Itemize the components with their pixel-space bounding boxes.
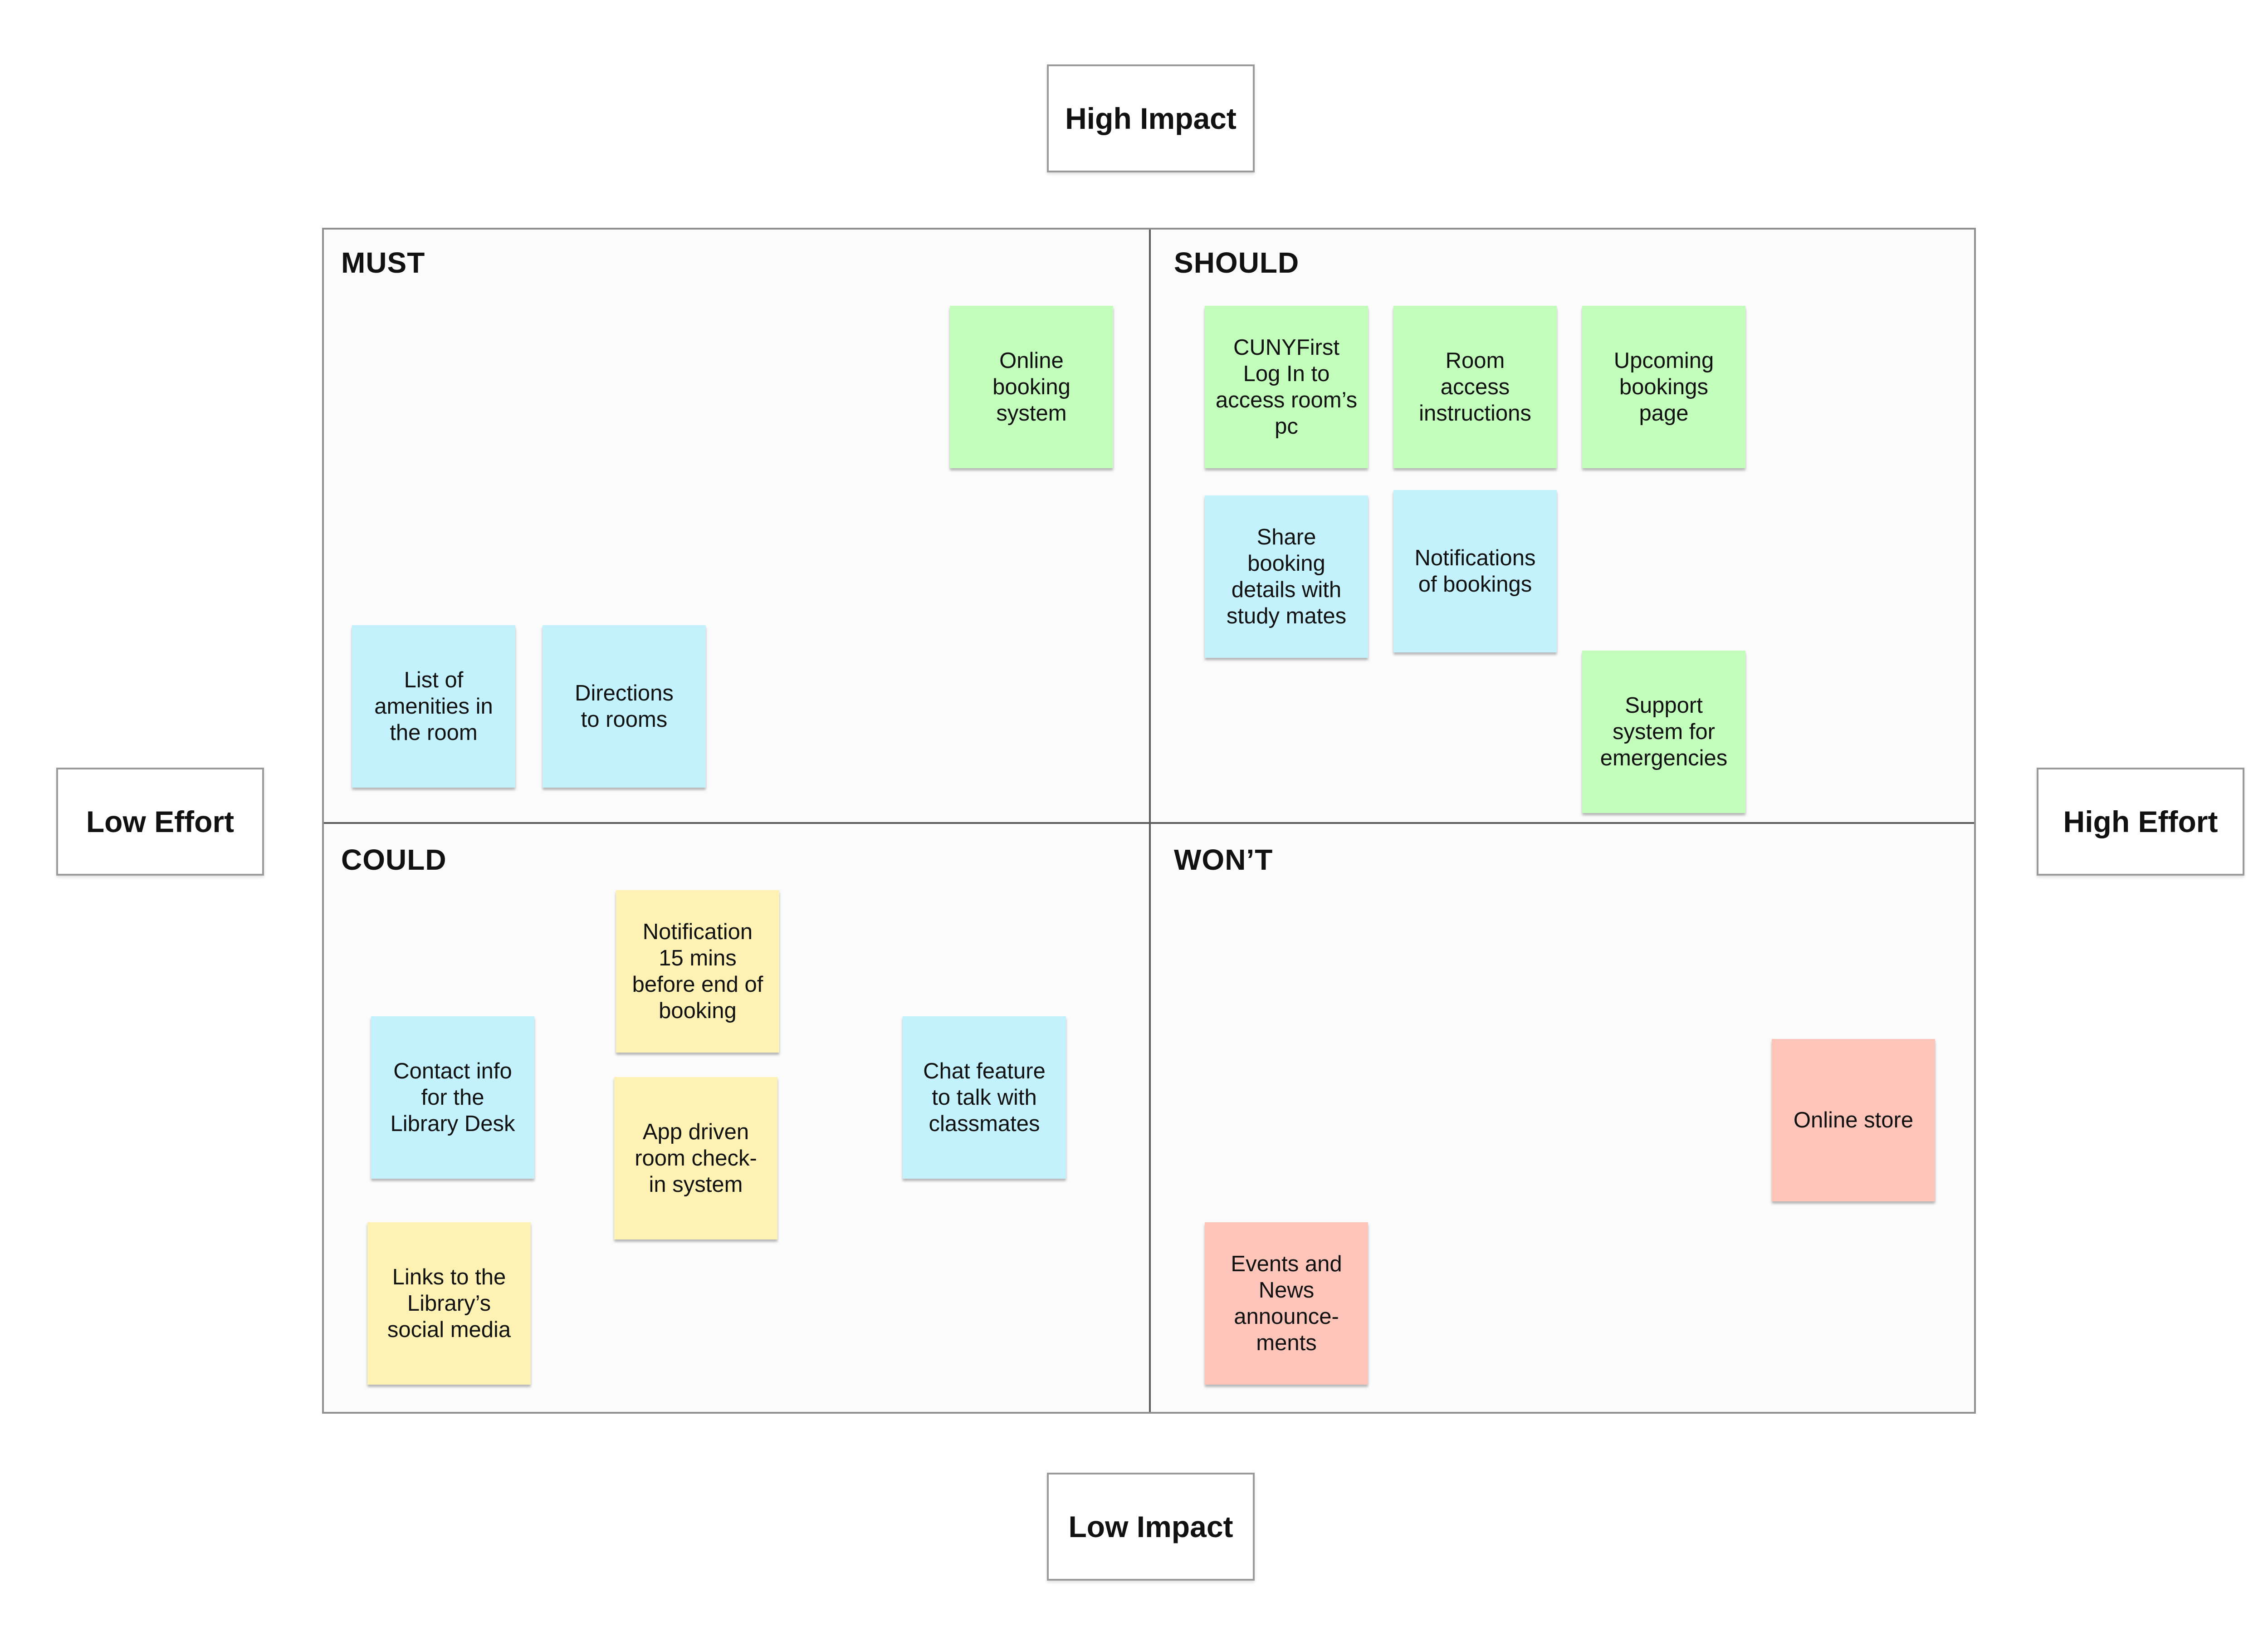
sticky-note-app-driven-check-in[interactable]: App driven room check- in system [614,1077,777,1239]
prioritization-matrix: MUST SHOULD COULD WON’T Online booking s… [322,228,1976,1414]
sticky-note-list-of-amenities[interactable]: List of amenities in the room [352,625,515,788]
quadrant-title-should: SHOULD [1174,246,1300,279]
low-impact-label: Low Impact [1047,1473,1255,1581]
sticky-note-contact-info-library-desk[interactable]: Contact info for the Library Desk [371,1016,534,1179]
high-impact-label: High Impact [1047,64,1255,172]
sticky-note-share-booking-details[interactable]: Share booking details with study mates [1205,495,1368,658]
sticky-note-room-access-instructions[interactable]: Room access instructions [1393,306,1557,468]
sticky-note-notification-15-mins[interactable]: Notification 15 mins before end of booki… [616,890,779,1053]
sticky-note-directions-to-rooms[interactable]: Directions to rooms [543,625,706,788]
sticky-note-cunyfirst-log-in[interactable]: CUNYFirst Log In to access room’s pc [1205,306,1368,468]
sticky-note-links-social-media[interactable]: Links to the Library’s social media [367,1222,531,1385]
sticky-note-upcoming-bookings-page[interactable]: Upcoming bookings page [1582,306,1745,468]
quadrant-title-must: MUST [341,246,425,279]
vertical-divider [1149,230,1151,1412]
horizontal-divider [324,822,1974,824]
sticky-note-chat-feature[interactable]: Chat feature to talk with classmates [903,1016,1066,1179]
high-effort-label: High Effort [2037,768,2244,876]
sticky-note-events-and-news[interactable]: Events and News announce- ments [1205,1222,1368,1385]
sticky-note-online-booking-system[interactable]: Online booking system [950,306,1113,468]
sticky-note-support-system-emergencies[interactable]: Support system for emergencies [1582,651,1745,813]
sticky-note-notifications-of-bookings[interactable]: Notifications of bookings [1393,490,1557,652]
quadrant-title-wont: WON’T [1174,843,1273,876]
quadrant-title-could: COULD [341,843,447,876]
low-effort-label: Low Effort [56,768,264,876]
sticky-note-online-store[interactable]: Online store [1772,1039,1935,1201]
